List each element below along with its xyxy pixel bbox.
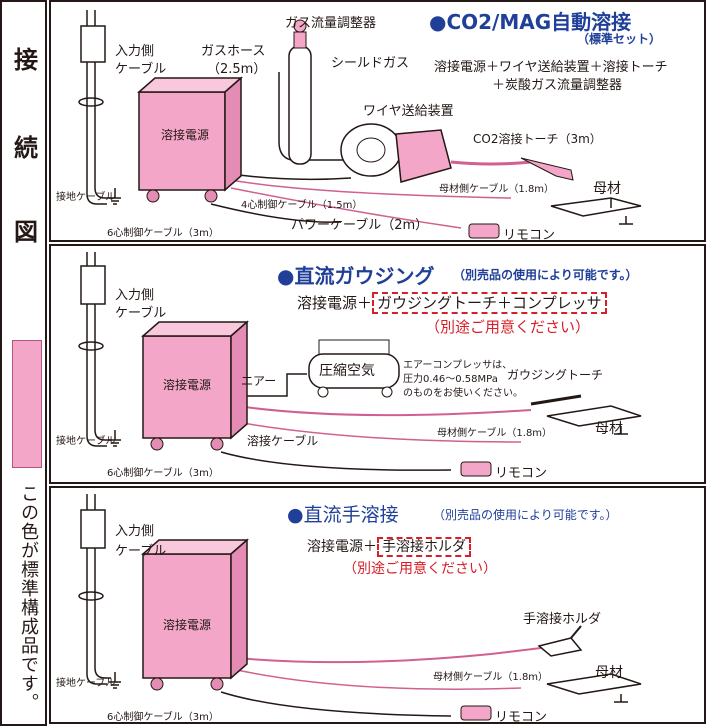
p3-holder: 手溶接ホルダ [523, 612, 602, 627]
p2-power-source: 溶接電源 [163, 378, 212, 392]
panel1-title-suffix: （標準セット） [577, 32, 662, 46]
p2-composition-prefix: 溶接電源＋ [297, 294, 373, 312]
hand-holder [537, 625, 583, 657]
panel3-title: ●直流手溶接 [287, 504, 399, 526]
p3-six-core: 6心制御ケーブル（3m） [107, 712, 219, 723]
panel2-title: ●直流ガウジング [277, 264, 435, 288]
power-source-box-3 [141, 538, 249, 691]
p2-remote: リモコン [495, 466, 548, 481]
p2-compressor-note-1: エアーコンプレッサは、 [403, 360, 513, 371]
wire-feeder [340, 123, 452, 183]
p2-separate-note: （別途ご用意ください） [425, 318, 591, 336]
panel1-title: ●CO2/MAG自動溶接 [429, 10, 632, 34]
panel3-title-suffix: （別売品の使用により可能です。） [433, 508, 618, 522]
legend-swatch [12, 340, 42, 468]
p3-composition-items: 手溶接ホルダ [377, 537, 471, 557]
panel3-diagram [78, 494, 642, 721]
sidebar-char-1: 接 [14, 46, 38, 74]
p2-composition-items: ガウジングトーチ＋コンプレッサ [372, 292, 607, 314]
remote-unit-3 [460, 705, 492, 721]
gas-cylinder [288, 19, 312, 165]
p3-ground-cable: 接地ケーブル [56, 678, 116, 689]
sidebar-char-2: 続 [14, 134, 38, 162]
p2-gouging-torch: ガウジングトーチ [507, 368, 604, 382]
p1-shield-gas: シールドガス [331, 56, 410, 71]
p3-input-cable-1: 入力側 [115, 524, 155, 539]
sidebar: 接 続 図 この色が標準構成品です。 [0, 0, 47, 726]
sidebar-char-3: 図 [14, 218, 38, 246]
p3-composition-prefix: 溶接電源＋ [307, 539, 377, 555]
p2-compressor-note-2: 圧力0.46〜0.58MPa [403, 374, 498, 385]
p1-input-cable-2: ケーブル [115, 62, 167, 77]
p3-separate-note: （別途ご用意ください） [343, 561, 497, 577]
panel3-composition: 溶接電源＋手溶接ホルダ [307, 536, 471, 557]
panel2-title-suffix: （別売品の使用により可能です。） [453, 268, 638, 282]
p3-remote: リモコン [495, 710, 548, 725]
p2-ground-cable: 接地ケーブル [56, 436, 116, 447]
air-compressor [308, 339, 400, 398]
p1-six-core: 6心制御ケーブル（3m） [107, 228, 219, 239]
panel1-composition-1: 溶接電源＋ワイヤ送給装置＋溶接トーチ [434, 60, 668, 75]
input-cable-line [86, 10, 107, 205]
p2-compressed-air: 圧縮空気 [319, 363, 375, 379]
power-source-box [137, 76, 243, 203]
p1-gas-hose-2: （2.5m） [207, 62, 267, 77]
p2-base-cable: 母材側ケーブル（1.8m） [437, 428, 553, 439]
p1-remote: リモコン [503, 228, 556, 243]
legend-text: この色が標準構成品です。 [18, 484, 39, 712]
panel2-composition: 溶接電源＋ガウジングトーチ＋コンプレッサ [297, 292, 607, 314]
p1-wire-feeder: ワイヤ送給装置 [363, 104, 454, 119]
panel-gouging: ●直流ガウジング （別売品の使用により可能です。） 溶接電源＋ガウジングトーチ＋… [49, 244, 706, 484]
p3-power-source: 溶接電源 [163, 618, 212, 632]
p3-input-cable-2: ケーブル [115, 544, 167, 559]
panel-manual-welding: ●直流手溶接 （別売品の使用により可能です。） 溶接電源＋手溶接ホルダ （別途ご… [49, 486, 706, 725]
p2-base-metal: 母材 [595, 421, 623, 437]
p1-gas-hose-1: ガスホース [201, 44, 266, 59]
remote-unit [468, 223, 500, 239]
p3-base-metal: 母材 [595, 665, 623, 681]
p1-ground-cable: 接地ケーブル [56, 192, 116, 203]
p2-six-core: 6心制御ケーブル（3m） [107, 468, 219, 479]
panel2-diagram [78, 252, 642, 477]
panel1-diagram [78, 10, 642, 239]
p2-input-cable-1: 入力側 [115, 288, 155, 303]
p2-welding-cable: 溶接ケーブル [247, 434, 319, 448]
remote-unit-2 [460, 461, 492, 477]
p1-four-core: 4心制御ケーブル（1.5m） [241, 200, 363, 211]
p2-air: エアー [241, 374, 277, 388]
power-source-box-2 [141, 320, 249, 451]
p1-power-source: 溶接電源 [161, 128, 210, 142]
p2-input-cable-2: ケーブル [115, 306, 167, 321]
p1-base-metal: 母材 [593, 181, 621, 197]
panel1-composition-2: ＋炭酸ガス流量調整器 [492, 78, 623, 93]
p3-base-cable: 母材側ケーブル（1.8m） [433, 672, 549, 683]
p2-compressor-note-3: のものをお使いください。 [403, 388, 523, 399]
p1-input-cable-1: 入力側 [115, 44, 155, 59]
panel-co2-mag: ●CO2/MAG自動溶接 （標準セット） 溶接電源＋ワイヤ送給装置＋溶接トーチ … [49, 0, 706, 243]
wall-plug [80, 25, 106, 63]
p1-gas-regulator: ガス流量調整器 [285, 16, 377, 31]
co2-torch [520, 157, 574, 181]
p1-power-cable: パワーケーブル（2m） [291, 218, 429, 233]
p1-torch: CO2溶接トーチ（3m） [473, 132, 602, 146]
p1-base-cable: 母材側ケーブル（1.8m） [439, 184, 555, 195]
